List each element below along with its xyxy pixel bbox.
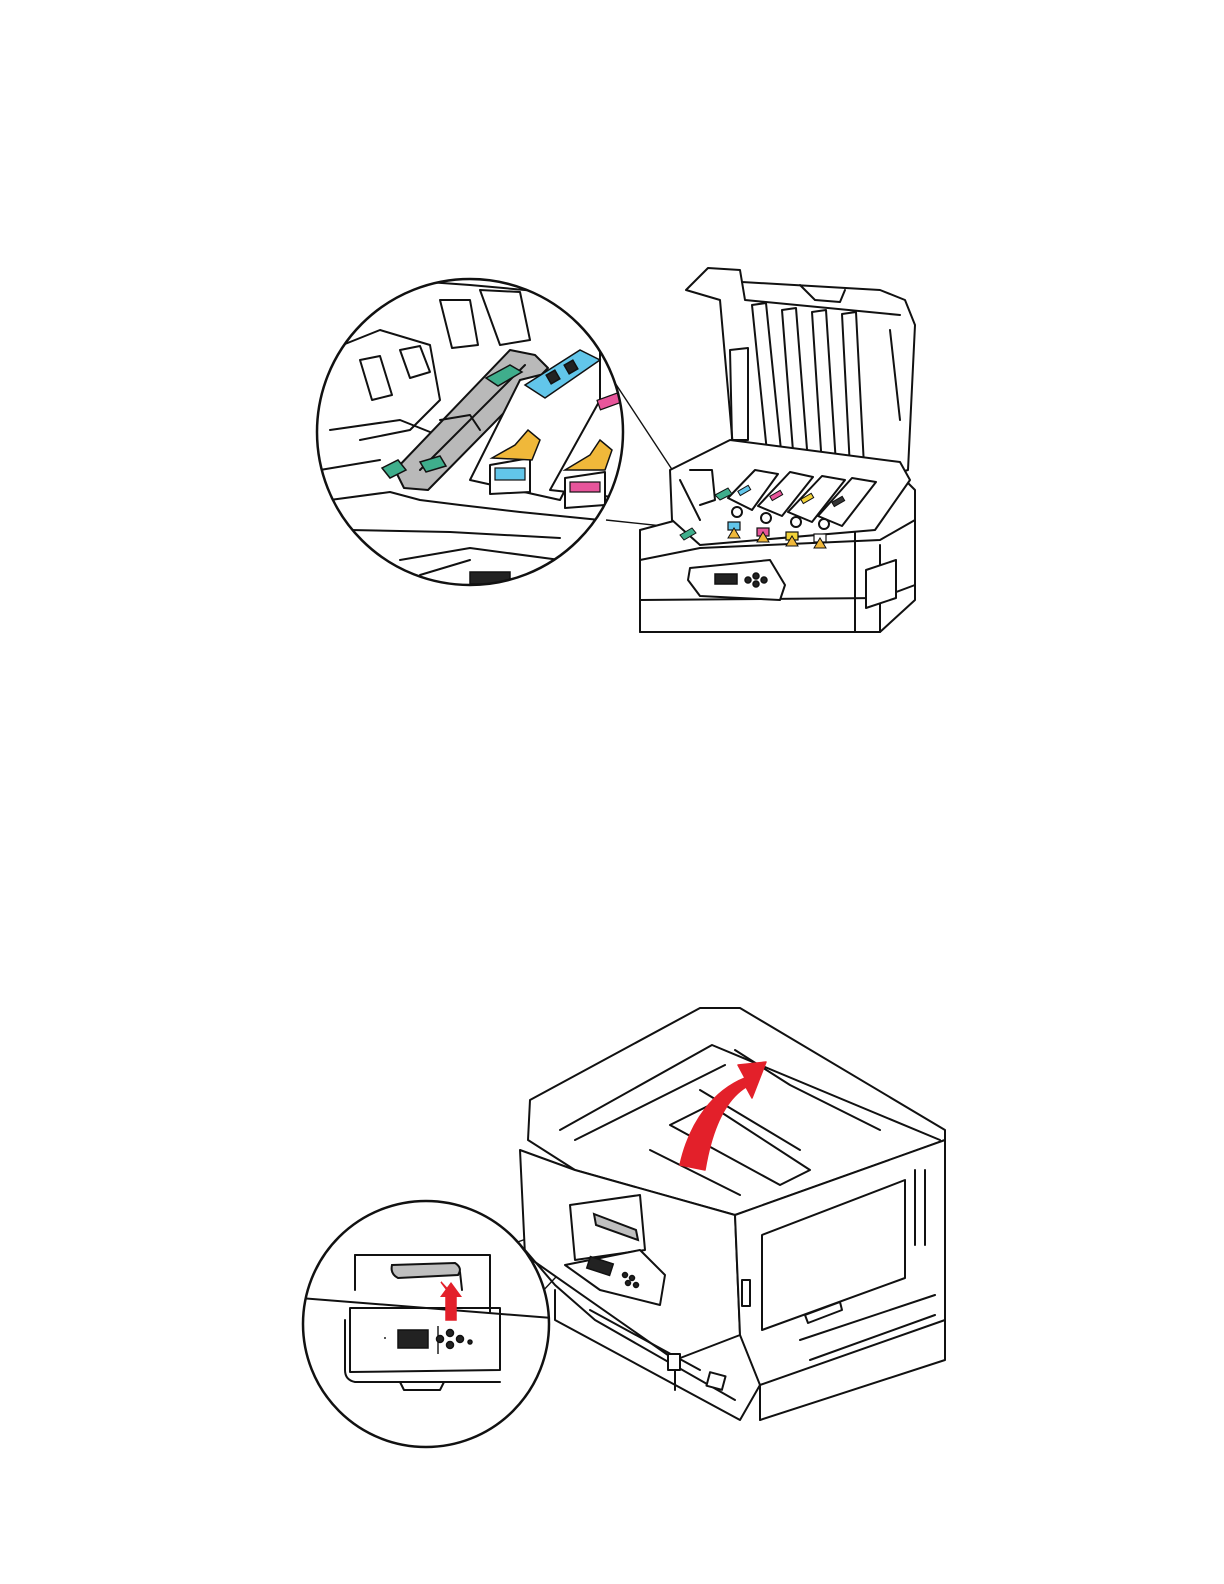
panel-display <box>715 574 737 584</box>
printer-body <box>520 1008 945 1420</box>
printer-closed-drawing <box>0 990 1224 1460</box>
illustration-printer-lift-cover <box>0 990 1224 1460</box>
printer-open-drawing <box>0 0 1224 660</box>
release-lever-detail-callout <box>300 1201 552 1447</box>
illustration-printer-open-cartridges <box>0 0 1224 660</box>
cleaning-rod-detail-callout <box>317 279 640 585</box>
